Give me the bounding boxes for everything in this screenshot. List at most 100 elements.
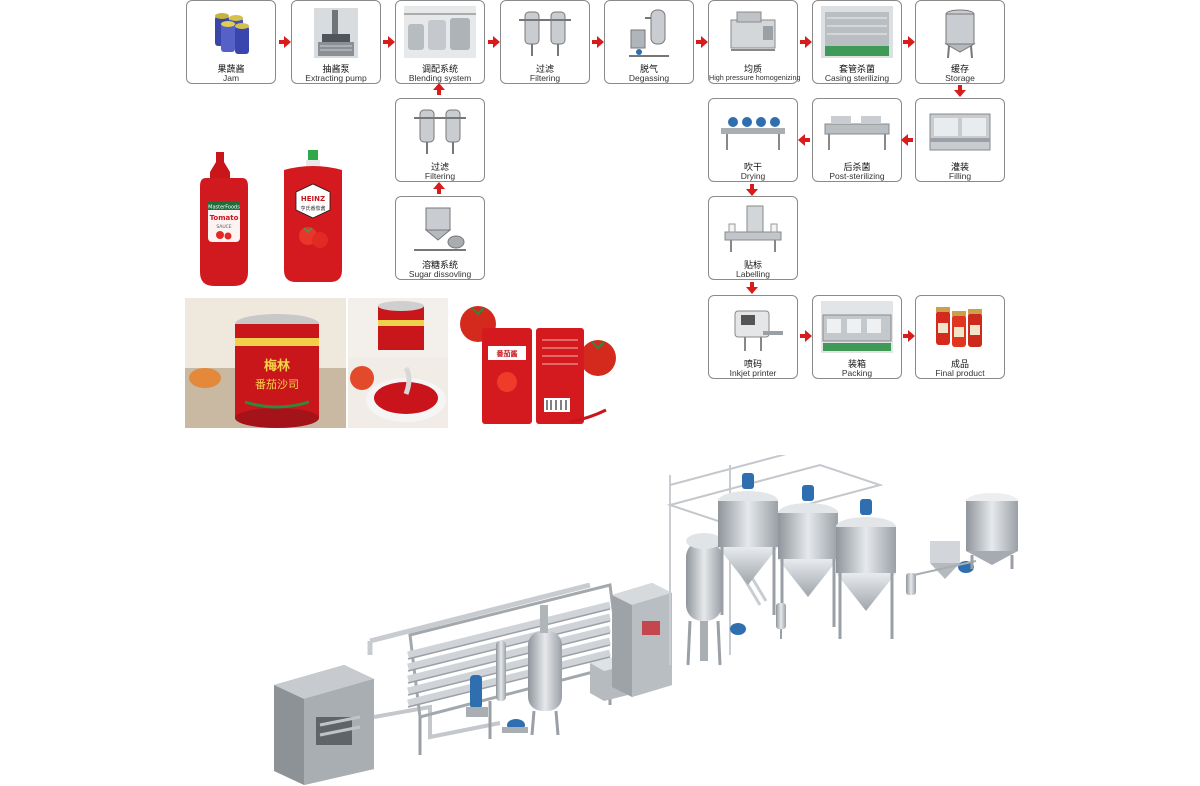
blending-tank-icon: [778, 485, 838, 627]
step-label-en: Blending system: [408, 73, 472, 83]
step-label-zh: 灌装: [950, 163, 969, 173]
step-degassing: 脱气 Degassing: [604, 0, 694, 84]
bottle-brand: MasterFoods: [208, 205, 240, 211]
step-labelling: 贴标 Labelling: [708, 196, 798, 280]
step-label-zh: 后杀菌: [843, 163, 871, 173]
step-filling: 灌装 Filling: [915, 98, 1005, 182]
step-blending-system: 调配系统 Blending system: [395, 0, 485, 84]
step-label-en: Jam: [222, 73, 240, 83]
filter-icon: [519, 11, 571, 56]
step-label-en: Filtering: [424, 171, 456, 181]
packing-line-icon: [821, 301, 893, 353]
step-jam: 果蔬酱 Jam: [186, 0, 276, 84]
arrow-left-icon: [798, 134, 810, 146]
step-label-zh: 调配系统: [421, 65, 458, 75]
arrow-up-icon: [433, 83, 445, 95]
tanks-icon: [404, 6, 476, 58]
sterilizer-icon: [821, 6, 893, 58]
step-label-zh: 果蔬酱: [217, 65, 245, 75]
product-bottle-and-pouch: MasterFoods Tomato SAUCE HEINZ 亨氏番茄酱: [196, 148, 356, 290]
arrow-right-icon: [903, 330, 915, 342]
step-label-en: Extracting pump: [305, 73, 367, 83]
tin-can-icon: 梅林 番茄沙司: [235, 314, 319, 428]
step-homogenizing: 均质 High pressure homogenizing: [708, 0, 801, 84]
step-label-en: Filtering: [529, 73, 561, 83]
step-inkjet-printer: 喷码 Inkjet printer: [708, 295, 798, 379]
arrow-right-icon: [592, 36, 604, 48]
step-label-zh: 喷码: [743, 360, 762, 370]
can-text: 番茄沙司: [255, 377, 299, 391]
step-label-zh: 脱气: [639, 65, 658, 75]
step-drying: 吹干 Drying: [708, 98, 798, 182]
arrow-up-icon: [433, 182, 445, 194]
bottle-name: Tomato: [210, 214, 239, 222]
pump-icon: [314, 8, 358, 58]
step-label-en: Packing: [841, 368, 873, 378]
inline-filter-icon: [776, 603, 786, 639]
sachet-back-icon: [536, 328, 584, 424]
arrow-down-icon: [954, 85, 966, 97]
step-extracting-pump: 抽酱泵 Extracting pump: [291, 0, 381, 84]
labeller-icon: [724, 205, 782, 252]
step-label-zh: 成品: [950, 360, 969, 370]
step-label-zh: 溶糖系统: [421, 261, 458, 271]
arrow-right-icon: [383, 36, 395, 48]
sugar-tank-icon: [414, 207, 466, 251]
bottle-sub: SAUCE: [216, 224, 231, 230]
step-label-zh: 套管杀菌: [838, 65, 875, 75]
flow-arrows: [279, 36, 966, 342]
step-label-zh: 抽酱泵: [322, 65, 350, 75]
arrow-right-icon: [488, 36, 500, 48]
homogenizer-icon: [730, 11, 776, 51]
step-label-en: Labelling: [735, 269, 771, 279]
sugar-dissolving-tank-icon: [906, 541, 977, 595]
step-label-en: Casing sterilizing: [824, 73, 890, 83]
production-line-render: [274, 455, 1018, 785]
control-cabinet-icon: [612, 583, 672, 697]
step-final-product: 成品 Final product: [915, 295, 1005, 379]
arrow-right-icon: [800, 36, 812, 48]
dryer-icon: [721, 117, 785, 150]
blending-tank-icon: [836, 499, 896, 639]
conveyor-icon: [824, 116, 890, 150]
step-casing-sterilizing: 套管杀菌 Casing sterilizing: [812, 0, 902, 84]
step-label-en: Storage: [945, 73, 975, 83]
step-sugar-dissolving: 溶糖系统 Sugar dissovling: [395, 196, 485, 280]
printer-icon: [734, 310, 783, 351]
arrow-down-icon: [746, 282, 758, 294]
arrow-right-icon: [279, 36, 291, 48]
storage-tank-render-icon: [966, 493, 1018, 569]
jars-icon: [936, 307, 982, 347]
tube-sterilizer-icon: [367, 582, 622, 755]
sachet-front-icon: 番茄酱: [482, 328, 532, 424]
step-filtering-2: 过滤 Filtering: [395, 98, 485, 182]
arrow-left-icon: [901, 134, 913, 146]
sachet-text: 番茄酱: [496, 349, 518, 358]
centrifugal-pump-icon: [466, 675, 488, 717]
arrow-right-icon: [696, 36, 708, 48]
tomato-sauce-bowl-photo: [348, 298, 448, 428]
step-label-en: Drying: [740, 171, 766, 181]
filling-machine-icon: [929, 113, 991, 151]
step-label-zh: 缓存: [950, 65, 969, 75]
step-label-en: Post-sterilizing: [829, 171, 885, 181]
step-label-en: Final product: [935, 368, 985, 378]
step-label-en: Sugar dissovling: [408, 269, 472, 279]
homogenizer-machine-icon: [274, 665, 374, 785]
vacuum-degasser-icon: [666, 455, 884, 666]
degasser-icon: [629, 9, 669, 57]
step-label-zh: 吹干: [743, 163, 762, 173]
column-icon: [496, 641, 506, 701]
hot-water-tank-icon: [528, 605, 562, 736]
can-brand: 梅林: [264, 358, 290, 374]
step-packing: 装箱 Packing: [812, 295, 902, 379]
step-storage: 缓存 Storage: [915, 0, 1005, 84]
filter-icon: [414, 109, 466, 154]
arrow-right-icon: [903, 36, 915, 48]
storage-tank-icon: [944, 9, 976, 58]
arrow-down-icon: [746, 184, 758, 196]
cans-icon: [215, 13, 249, 54]
step-label-en: Filling: [948, 171, 972, 181]
step-label-zh: 贴标: [743, 261, 762, 271]
step-label-en: High pressure homogenizing: [709, 73, 801, 82]
